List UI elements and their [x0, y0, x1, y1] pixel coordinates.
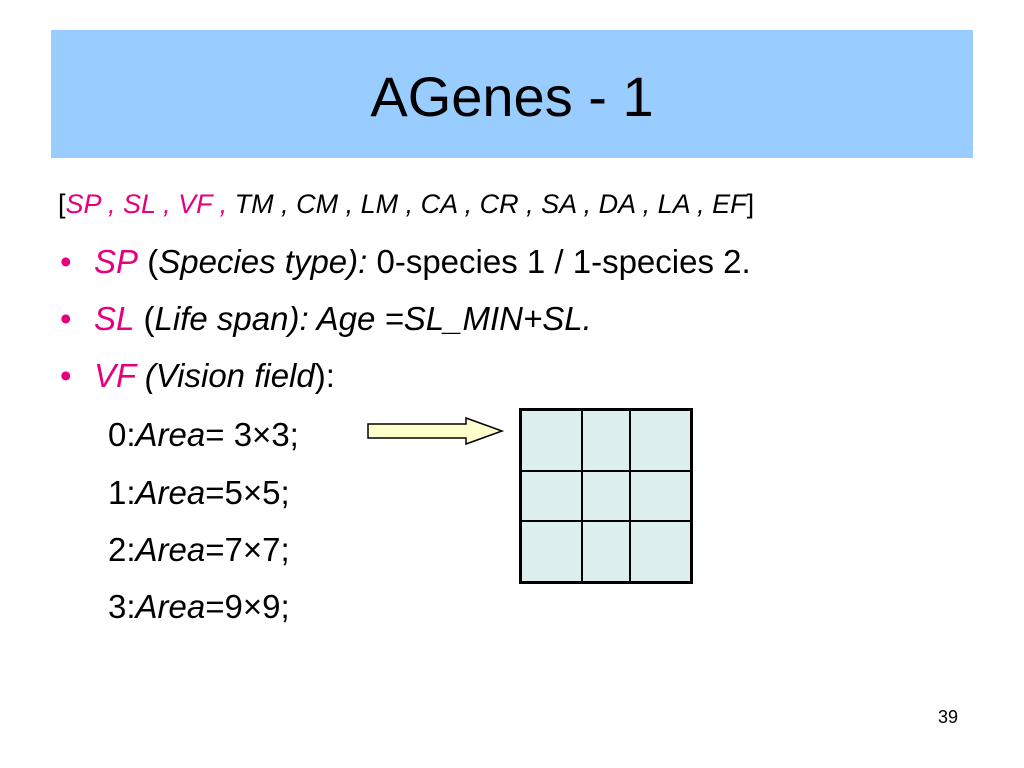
bullet-marker: • — [60, 243, 72, 280]
title-bar: AGenes - 1 — [51, 30, 973, 158]
bullet-name: Life span): Age =SL_MIN+SL. — [154, 300, 592, 337]
area-value: =5×5; — [205, 474, 290, 511]
gene-list-open-bracket: [ — [58, 189, 66, 219]
grid-cell — [580, 519, 632, 584]
grid-cell — [519, 408, 583, 473]
gene-list-close-bracket: ] — [746, 189, 755, 219]
page-number: 39 — [938, 707, 959, 727]
bullet-paren: ( — [135, 357, 156, 394]
area-option-3: 3:Area=9×9; — [108, 590, 290, 623]
grid-cell — [580, 408, 632, 473]
right-arrow-icon — [367, 416, 505, 446]
gene-list: [SP , SL , VF , TM , CM , LM , CA , CR ,… — [58, 191, 754, 218]
area-word: Area — [135, 416, 206, 453]
area-option-1: 1:Area=5×5; — [108, 476, 290, 509]
bullet-marker: • — [60, 300, 72, 337]
bullet-marker: • — [60, 357, 72, 394]
area-word: Area — [135, 474, 206, 511]
area-option-2: 2:Area=7×7; — [108, 533, 290, 566]
slide-title: AGenes - 1 — [370, 65, 654, 128]
bullet-name: Species type): — [158, 243, 368, 280]
area-value: = 3×3; — [205, 416, 299, 453]
grid-cell — [629, 519, 693, 584]
grid-row — [519, 519, 693, 584]
bullet-life-span: • SL (Life span): Age =SL_MIN+SL. — [60, 302, 592, 335]
area-value: =9×9; — [205, 588, 290, 625]
bullet-desc: ): — [314, 357, 335, 394]
area-option-0: 0:Area= 3×3; — [108, 418, 299, 451]
area-prefix: 0: — [108, 416, 136, 453]
grid-cell — [629, 470, 693, 522]
area-value: =7×7; — [205, 531, 290, 568]
bullet-name: Vision field — [155, 357, 315, 394]
bullet-paren: ( — [138, 243, 159, 280]
grid-row — [519, 470, 693, 522]
grid-cell — [519, 470, 583, 522]
bullet-code: VF — [94, 357, 136, 394]
bullet-desc: 0-species 1 / 1-species 2. — [367, 243, 751, 280]
gene-list-highlighted: SP , SL , VF , — [65, 189, 228, 219]
grid-cell — [629, 408, 693, 473]
grid-row — [519, 408, 693, 473]
gene-list-rest: TM , CM , LM , CA , CR , SA , DA , LA , … — [227, 189, 747, 219]
bullet-paren: ( — [134, 300, 155, 337]
bullet-species-type: • SP (Species type): 0-species 1 / 1-spec… — [60, 245, 751, 278]
area-prefix: 3: — [108, 588, 136, 625]
area-prefix: 1: — [108, 474, 136, 511]
grid-cell — [519, 519, 583, 584]
area-word: Area — [135, 588, 206, 625]
area-prefix: 2: — [108, 531, 136, 568]
area-word: Area — [135, 531, 206, 568]
vision-grid — [519, 408, 693, 584]
bullet-code: SL — [94, 300, 135, 337]
bullet-vision-field: • VF (Vision field): — [60, 359, 335, 392]
bullet-code: SP — [94, 243, 139, 280]
arrow-shape — [367, 416, 505, 446]
grid-cell — [580, 470, 632, 522]
